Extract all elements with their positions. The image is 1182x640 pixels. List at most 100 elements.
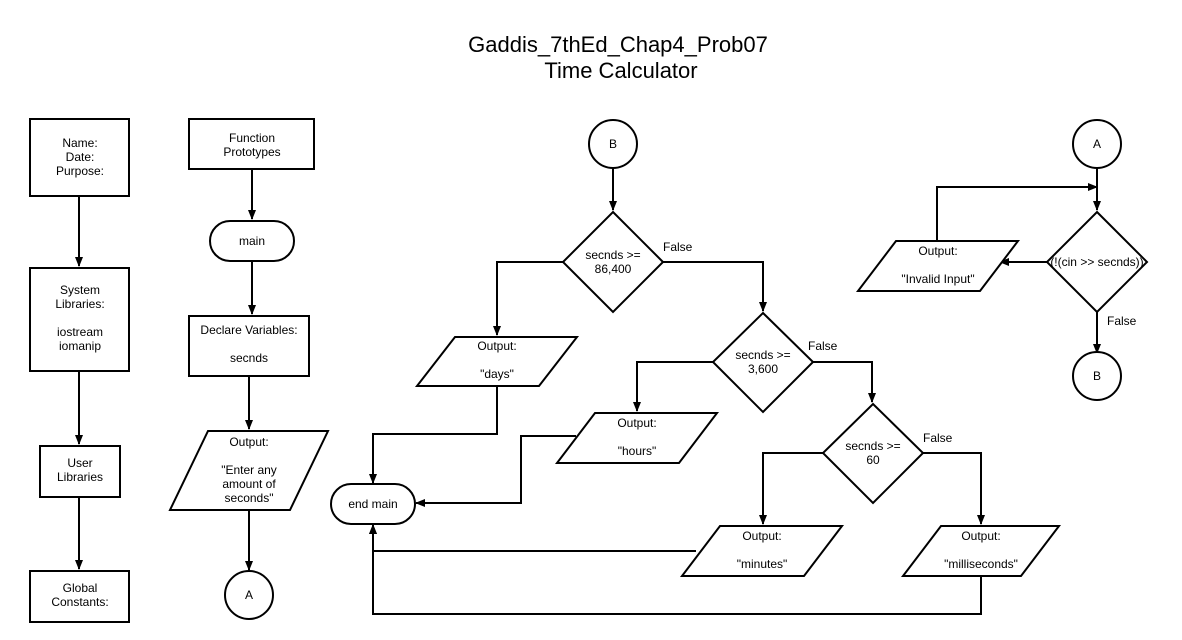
label-line: Declare Variables: bbox=[200, 323, 297, 337]
edge-decision-minutes-false bbox=[923, 452, 985, 525]
label-line: B bbox=[609, 137, 617, 151]
edge-label-input-false: False bbox=[1107, 314, 1137, 328]
output-minutes-parallelogram: Output: "minutes" bbox=[679, 525, 845, 577]
decision-input: (!(cin >> secnds)) bbox=[1045, 210, 1149, 314]
edges bbox=[75, 168, 1101, 615]
label-line bbox=[936, 258, 939, 272]
output-days-label: Output: "days" bbox=[477, 339, 516, 381]
label-line: iomanip bbox=[59, 339, 101, 353]
edge-decision-minutes-true bbox=[759, 452, 823, 525]
label-line: Prototypes bbox=[223, 145, 280, 159]
label-line: secnds >= bbox=[735, 348, 790, 362]
label-line: A bbox=[245, 588, 253, 602]
header-box: Name:Date:Purpose: bbox=[29, 118, 130, 197]
label-line: System bbox=[60, 283, 100, 297]
label-line: 60 bbox=[866, 453, 880, 467]
decision-hours-label: secnds >=3,600 bbox=[735, 348, 790, 376]
output-milliseconds-label: Output: "milliseconds" bbox=[944, 529, 1018, 571]
connector-b-out: B bbox=[1072, 351, 1122, 401]
output-hours-parallelogram: Output: "hours" bbox=[554, 412, 720, 464]
declare-variables-box: Declare Variables: secnds bbox=[188, 315, 310, 377]
connector-b-out-label: B bbox=[1093, 369, 1101, 383]
label-line: amount of bbox=[222, 477, 276, 491]
label-line: iostream bbox=[57, 325, 103, 339]
label-line: Output: bbox=[961, 529, 1000, 543]
declare-variables-label: Declare Variables: secnds bbox=[200, 323, 297, 365]
label-line: User bbox=[67, 456, 92, 470]
label-line: Output: bbox=[229, 435, 268, 449]
edge-decision-days-false bbox=[663, 261, 767, 312]
connector-a-in-label: A bbox=[1093, 137, 1101, 151]
label-line: "Invalid Input" bbox=[901, 272, 974, 286]
decision-hours: secnds >=3,600 bbox=[711, 311, 815, 414]
label-line: Global bbox=[63, 581, 98, 595]
label-line: "milliseconds" bbox=[944, 557, 1018, 571]
label-line: end main bbox=[348, 497, 397, 511]
label-line: Purpose: bbox=[56, 164, 104, 178]
label-line: Libraries bbox=[57, 470, 103, 484]
label-line: "hours" bbox=[618, 444, 657, 458]
label-line bbox=[495, 353, 498, 367]
connector-a-out-label: A bbox=[245, 588, 253, 602]
edge-label-hours-false: False bbox=[808, 339, 838, 353]
label-line: A bbox=[1093, 137, 1101, 151]
end-main-label: end main bbox=[348, 497, 397, 511]
label-line: Date: bbox=[66, 150, 95, 164]
edge-output-hours-to-end bbox=[415, 435, 576, 507]
label-line: secnds bbox=[230, 351, 268, 365]
label-line: Output: bbox=[742, 529, 781, 543]
label-line: secnds >= bbox=[845, 439, 900, 453]
edge-decision-days-true bbox=[493, 261, 563, 336]
connector-a-out: A bbox=[224, 570, 274, 620]
diagram-title: Gaddis_7thEd_Chap4_Prob07 bbox=[468, 32, 768, 57]
label-line: main bbox=[239, 234, 265, 248]
label-line bbox=[979, 543, 982, 557]
diagram-subtitle: Time Calculator bbox=[544, 58, 697, 83]
main-terminal-label: main bbox=[239, 234, 265, 248]
edge-decision-hours-true bbox=[633, 361, 713, 412]
label-line: "Enter any bbox=[221, 463, 277, 477]
edge-invalid-loop-back bbox=[936, 183, 1098, 240]
edge-output-milliseconds-to-end bbox=[369, 524, 982, 615]
label-line bbox=[78, 311, 81, 325]
label-line: Function bbox=[229, 131, 275, 145]
decision-minutes-label: secnds >=60 bbox=[845, 439, 900, 467]
connector-a-in: A bbox=[1072, 119, 1122, 169]
label-line bbox=[760, 543, 763, 557]
output-minutes-label: Output: "minutes" bbox=[737, 529, 788, 571]
label-line: secnds >= bbox=[585, 248, 640, 262]
label-line: "minutes" bbox=[737, 557, 788, 571]
label-line: Constants: bbox=[51, 595, 108, 609]
label-line: B bbox=[1093, 369, 1101, 383]
edge-label-days-false: False bbox=[663, 240, 693, 254]
label-line: "days" bbox=[480, 367, 514, 381]
decision-days-label: secnds >=86,400 bbox=[585, 248, 640, 276]
edge-output-days-to-end bbox=[369, 386, 498, 484]
label-line: seconds" bbox=[225, 491, 274, 505]
label-line bbox=[247, 449, 250, 463]
label-line: (!(cin >> secnds)) bbox=[1050, 255, 1143, 269]
connector-b-in-label: B bbox=[609, 137, 617, 151]
output-milliseconds-parallelogram: Output: "milliseconds" bbox=[900, 525, 1062, 577]
decision-minutes: secnds >=60 bbox=[821, 402, 925, 505]
label-line: Libraries: bbox=[55, 297, 104, 311]
output-invalid-parallelogram: Output: "Invalid Input" bbox=[855, 240, 1021, 292]
label-line: Output: bbox=[477, 339, 516, 353]
edge-decision-hours-false bbox=[813, 361, 876, 403]
output-hours-label: Output: "hours" bbox=[617, 416, 656, 458]
output-invalid-label: Output: "Invalid Input" bbox=[901, 244, 974, 286]
decision-days: secnds >=86,400 bbox=[561, 210, 665, 314]
main-terminal: main bbox=[209, 220, 295, 262]
label-line: 86,400 bbox=[595, 262, 632, 276]
